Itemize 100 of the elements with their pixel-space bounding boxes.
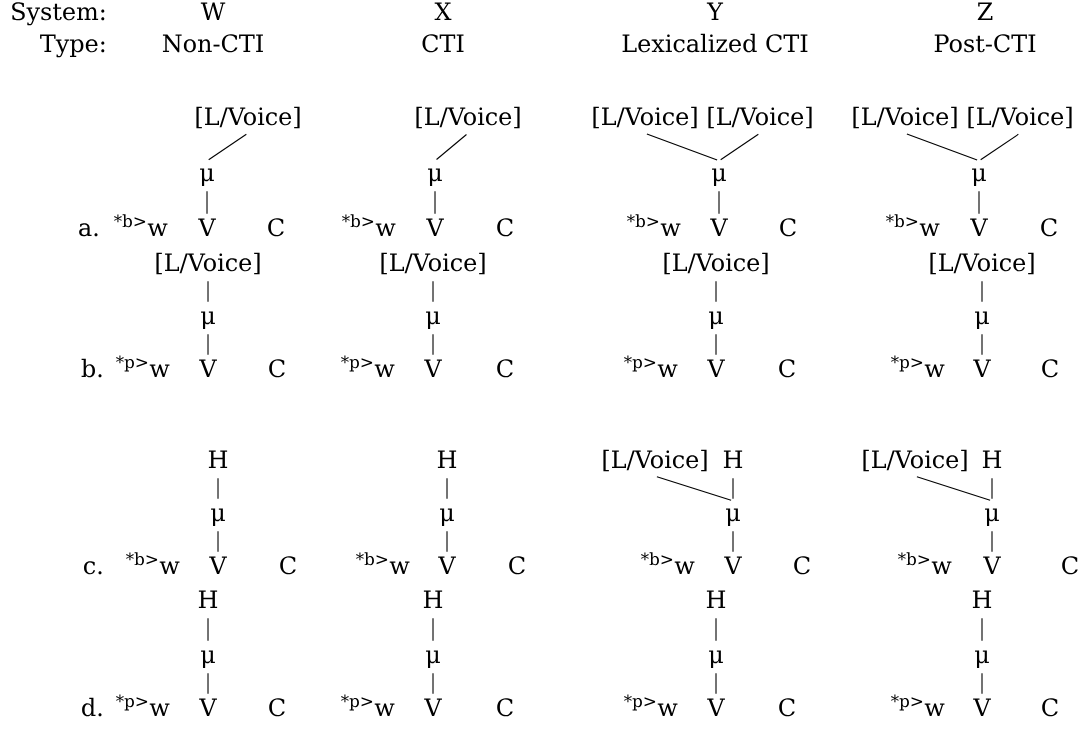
vowel-symbol: V [973,359,991,377]
column-heading: X [434,2,452,20]
feature-label: H [706,590,726,608]
segment-label: $^{*b>}$w [126,552,180,574]
segment-label: $^{*b>}$w [641,552,695,574]
feature-label: [L/Voice] [930,252,1034,275]
segment-label: $^{*p>}$w [116,694,170,716]
segment-label: $^{*p>}$w [341,694,395,716]
segment-label: C [497,359,513,378]
segment-label: C [794,556,810,575]
mora-symbol: μ [712,168,726,186]
vowel-symbol: V [199,359,217,377]
mora-symbol: μ [726,508,740,526]
feature-label: H [982,450,1002,468]
segment-label: C [497,698,513,717]
association-line [207,280,209,303]
feature-label: H [723,450,743,468]
association-line [916,476,991,501]
vowel-symbol: V [973,698,991,716]
association-line [718,190,720,215]
association-line [732,530,734,553]
feature-label: H [437,450,457,468]
association-line [732,477,734,500]
mora-symbol: μ [426,650,440,668]
segment-label: C [509,556,525,575]
association-line [981,280,983,303]
feature-label: H [198,590,218,608]
segment-label: C [779,359,795,378]
association-line [217,530,219,553]
segment-label: $^{*b>}$w [627,214,681,236]
mora-symbol: μ [201,650,215,668]
feature-label: [L/Voice] [593,106,697,129]
association-line [720,133,759,161]
mora-symbol: μ [975,311,989,329]
association-line [206,190,208,215]
row-heading: Type: [40,34,105,58]
vowel-symbol: V [209,556,227,574]
segment-label: $^{*p>}$w [341,355,395,377]
feature-label: [L/Voice] [416,106,520,129]
mora-symbol: μ [972,168,986,186]
feature-label: [L/Voice] [196,106,300,129]
association-line [991,530,993,553]
association-line [646,133,718,161]
segment-label: C [1042,359,1058,378]
feature-label: [L/Voice] [863,449,967,472]
segment-label: C [268,218,284,237]
association-line [217,477,219,500]
mora-symbol: μ [985,508,999,526]
mora-symbol: μ [201,311,215,329]
segment-label: $^{*b>}$w [114,214,168,236]
column-heading: Non-CTI [162,34,263,53]
segment-label: $^{*b>}$w [886,214,940,236]
example-letter: d. [82,697,102,717]
association-line [432,333,434,356]
association-line [207,672,209,695]
example-letter: c. [84,561,102,575]
segment-label: C [269,698,285,717]
vowel-symbol: V [983,556,1001,574]
association-line [446,477,448,500]
vowel-symbol: V [438,556,456,574]
segment-label: C [1042,698,1058,717]
segment-label: C [1041,218,1057,237]
mora-symbol: μ [211,508,225,526]
segment-label: C [779,698,795,717]
row-heading: System: [12,2,105,26]
mora-symbol: μ [440,508,454,526]
column-heading: Lexicalized CTI [622,33,808,53]
mora-symbol: μ [428,168,442,186]
feature-label: [L/Voice] [381,252,485,275]
vowel-symbol: V [707,359,725,377]
feature-label: H [972,590,992,608]
segment-label: C [280,556,296,575]
column-heading: Y [706,2,724,20]
association-line [715,280,717,303]
association-line [436,133,468,161]
mora-symbol: μ [709,650,723,668]
feature-label: [L/Voice] [968,106,1072,129]
segment-label: C [497,218,513,237]
association-line [715,672,717,695]
association-line [432,280,434,303]
association-line [207,617,209,642]
example-letter: a. [79,223,98,237]
segment-label: C [269,359,285,378]
association-line [432,617,434,642]
association-line [207,333,209,356]
mora-symbol: μ [200,168,214,186]
feature-label: [L/Voice] [708,106,812,129]
segment-label: $^{*p>}$w [624,694,678,716]
segment-label: $^{*p>}$w [624,355,678,377]
segment-label: C [780,218,796,237]
mora-symbol: μ [426,311,440,329]
column-heading: CTI [422,34,464,53]
association-line [981,333,983,356]
segment-label: $^{*b>}$w [898,552,952,574]
feature-label: H [208,450,228,468]
feature-label: [L/Voice] [853,106,957,129]
association-line [434,190,436,215]
association-line [432,672,434,695]
vowel-symbol: V [424,698,442,716]
association-line [715,333,717,356]
